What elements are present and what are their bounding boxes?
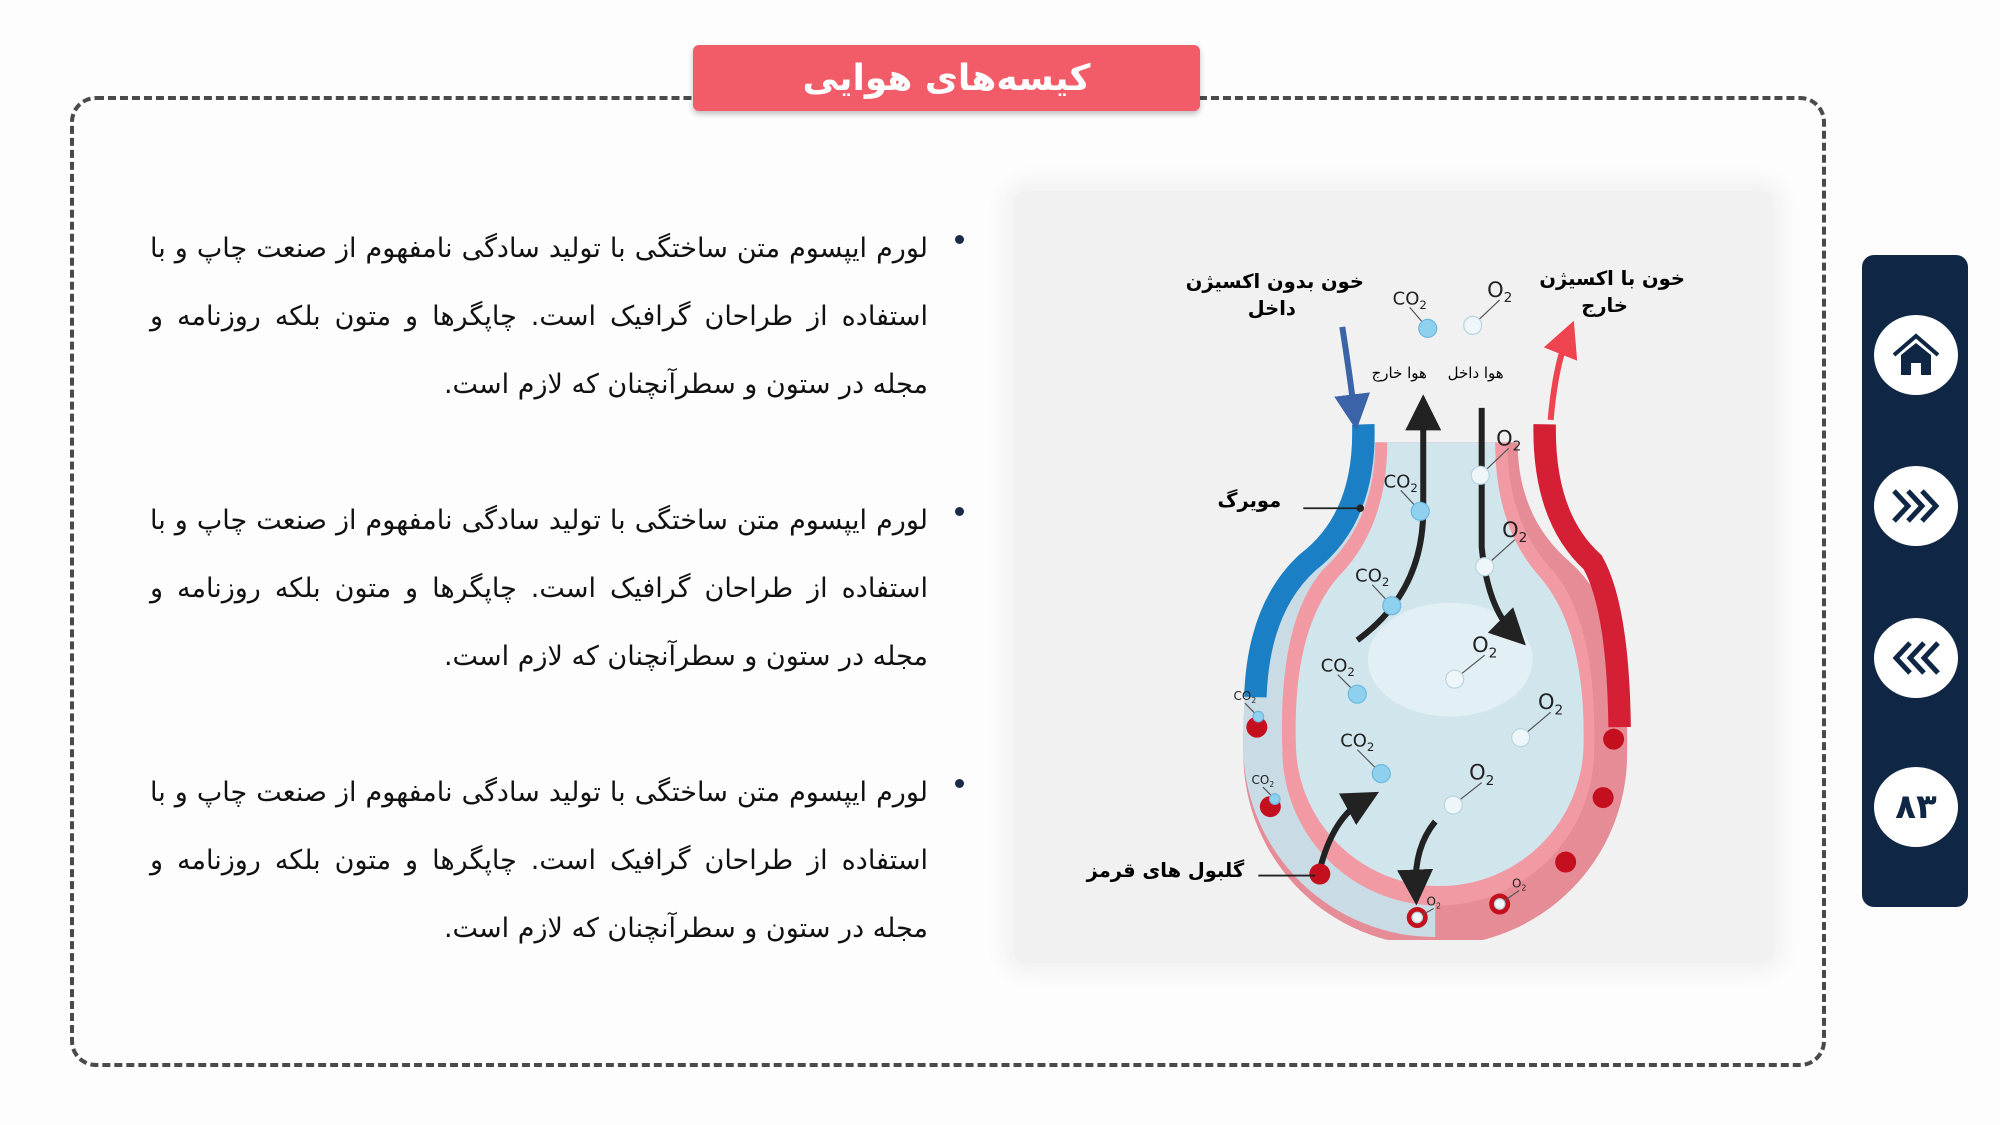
- o2-molecule: [1443, 795, 1463, 815]
- page-title: کیسه‌های هوایی: [693, 45, 1200, 111]
- paragraph-text: لورم ایپسوم متن ساختگی با تولید سادگی نا…: [150, 233, 928, 400]
- co2-label: CO2: [1340, 731, 1374, 754]
- paragraph-text: لورم ایپسوم متن ساختگی با تولید سادگی نا…: [150, 777, 928, 944]
- oxygenated-capillary: [1533, 424, 1631, 728]
- co2-molecule: [1382, 596, 1402, 616]
- red-blood-cell: [1555, 851, 1577, 873]
- red-blood-cell: [1309, 863, 1331, 885]
- bullet-paragraph: لورم ایپسوم متن ساختگی با تولید سادگی نا…: [150, 215, 980, 419]
- co2-molecule: [1418, 318, 1438, 338]
- bullet-icon: [955, 235, 964, 244]
- page-number-badge: ۸۳: [1874, 767, 1958, 847]
- red-blood-cell: [1592, 787, 1614, 809]
- co2-label: CO2: [1321, 656, 1355, 679]
- o2-molecule: [1511, 728, 1531, 748]
- label-deoxy-in: داخل: [1248, 297, 1296, 320]
- o2-label: O2: [1496, 426, 1521, 454]
- bullet-icon: [955, 507, 964, 516]
- label-oxy-blood: خون با اکسیژن: [1539, 267, 1685, 290]
- label-oxy-out: خارج: [1581, 294, 1628, 317]
- home-icon: [1892, 333, 1940, 375]
- deoxy-in-arrow: [1334, 326, 1370, 431]
- air-in-arrow: [1478, 407, 1526, 646]
- chevrons-left-icon: [1892, 641, 1940, 675]
- co2-molecule: [1268, 793, 1281, 805]
- co2-molecule: [1371, 764, 1391, 784]
- bullet-icon: [955, 779, 964, 788]
- red-blood-cell: [1603, 728, 1625, 750]
- o2-label: O2: [1487, 278, 1512, 306]
- co2-molecule: [1410, 501, 1430, 521]
- page-number: ۸۳: [1895, 787, 1937, 827]
- co2-molecule: [1347, 684, 1367, 704]
- paragraph-text: لورم ایپسوم متن ساختگی با تولید سادگی نا…: [150, 505, 928, 672]
- label-deoxy-blood: خون بدون اکسیژن: [1186, 270, 1364, 293]
- o2-molecule: [1445, 669, 1465, 689]
- co2-label: CO2: [1384, 471, 1418, 494]
- o2-molecule: [1493, 898, 1506, 910]
- home-button[interactable]: [1874, 315, 1958, 395]
- bullet-paragraph: لورم ایپسوم متن ساختگی با تولید سادگی نا…: [150, 487, 980, 691]
- co2-label: CO2: [1233, 689, 1256, 705]
- co2-molecule: [1252, 710, 1265, 723]
- o2-molecule: [1475, 557, 1495, 577]
- deoxygenated-capillary: [1244, 423, 1375, 698]
- co2-label: CO2: [1393, 288, 1427, 311]
- next-button[interactable]: [1874, 466, 1958, 546]
- oxy-out-arrow: [1543, 320, 1578, 421]
- previous-button[interactable]: [1874, 618, 1958, 698]
- label-red-blood-cells: گلبول های قرمز: [1086, 859, 1245, 882]
- label-air-in: هوا داخل: [1448, 364, 1504, 382]
- bullet-paragraph: لورم ایپسوم متن ساختگی با تولید سادگی نا…: [150, 759, 980, 963]
- co2-release-arrow: [1316, 791, 1380, 871]
- red-blood-cell: [1246, 716, 1268, 738]
- navigation-sidebar: ۸۳: [1862, 255, 1968, 907]
- co2-label: CO2: [1251, 773, 1274, 789]
- o2-uptake-arrow: [1397, 819, 1438, 906]
- label-air-out: هوا خارج: [1372, 364, 1427, 383]
- o2-molecule: [1463, 315, 1483, 335]
- text-content: لورم ایپسوم متن ساختگی با تولید سادگی نا…: [150, 215, 980, 1031]
- label-capillary: مویرگ: [1218, 489, 1282, 512]
- o2-molecule: [1470, 465, 1490, 485]
- chevrons-right-icon: [1892, 489, 1940, 523]
- co2-label: CO2: [1355, 566, 1389, 589]
- o2-molecule: [1411, 911, 1424, 924]
- capillary-pointer: [1356, 504, 1365, 513]
